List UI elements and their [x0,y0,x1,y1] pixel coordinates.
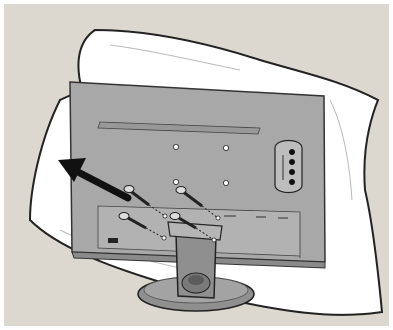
screw-head [176,187,186,194]
screw-hole [173,144,178,149]
port-jack [289,179,295,185]
bracket-hole [163,214,167,218]
port-jack [289,159,295,165]
port-jack [289,169,295,175]
screw-head [124,186,134,193]
stand-neck-inner [188,275,204,285]
port-jack [289,149,295,155]
screw-head [170,213,180,220]
bracket-hole [162,236,166,240]
screw-hole [223,180,228,185]
screw-hole [223,145,228,150]
screw-head [119,213,129,220]
lock-slot [108,238,118,243]
port-panel-frame [275,141,302,193]
bracket-hole [212,238,216,242]
screw-hole [173,179,178,184]
port-panel [275,141,302,193]
bracket-hole [216,216,220,220]
